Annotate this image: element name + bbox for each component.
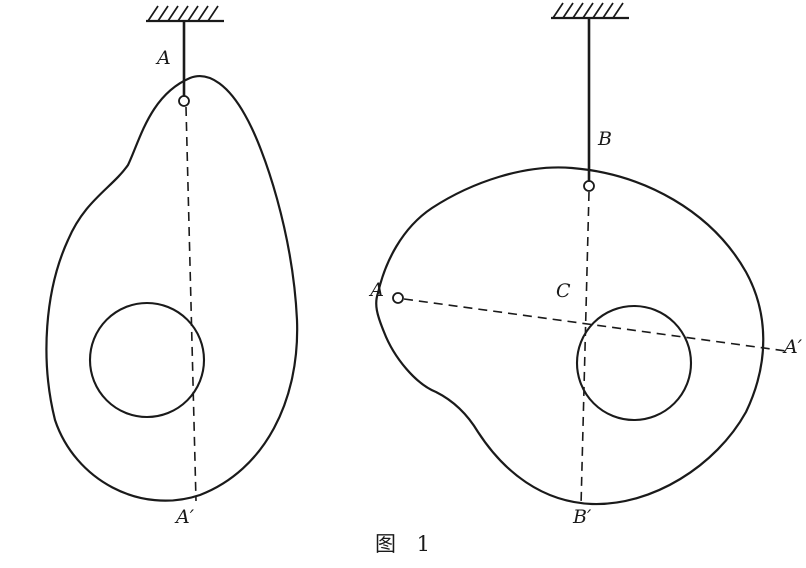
body-hole-left bbox=[88, 301, 206, 419]
ceiling-support-right-icon bbox=[551, 2, 629, 20]
label-a-right: A bbox=[368, 279, 384, 301]
irregular-body-left bbox=[45, 75, 299, 502]
irregular-body-right bbox=[375, 166, 765, 506]
label-b-prime: B′ bbox=[572, 506, 592, 528]
label-c: C bbox=[556, 280, 571, 302]
diagram-labels: A A′ B A C A′ B′ 图 1 bbox=[155, 47, 803, 556]
ceiling-support-left-icon bbox=[146, 5, 224, 23]
body-hole-right bbox=[575, 304, 693, 422]
left-figure bbox=[45, 5, 299, 502]
label-b: B bbox=[597, 128, 612, 150]
pivot-hole-b bbox=[583, 180, 595, 192]
plumb-line-a-right bbox=[403, 298, 787, 352]
pivot-hole-a bbox=[178, 95, 190, 107]
label-a-prime-left: A′ bbox=[174, 506, 195, 528]
diagram-strokes bbox=[45, 2, 787, 507]
plumb-line-a bbox=[185, 106, 197, 502]
plumb-line-b bbox=[580, 191, 590, 507]
figure-caption: 图 1 bbox=[375, 532, 437, 556]
right-figure bbox=[375, 2, 787, 507]
pivot-hole-a-right bbox=[392, 292, 404, 304]
label-a-prime-right: A′ bbox=[782, 336, 803, 358]
label-a-left: A bbox=[155, 47, 171, 69]
